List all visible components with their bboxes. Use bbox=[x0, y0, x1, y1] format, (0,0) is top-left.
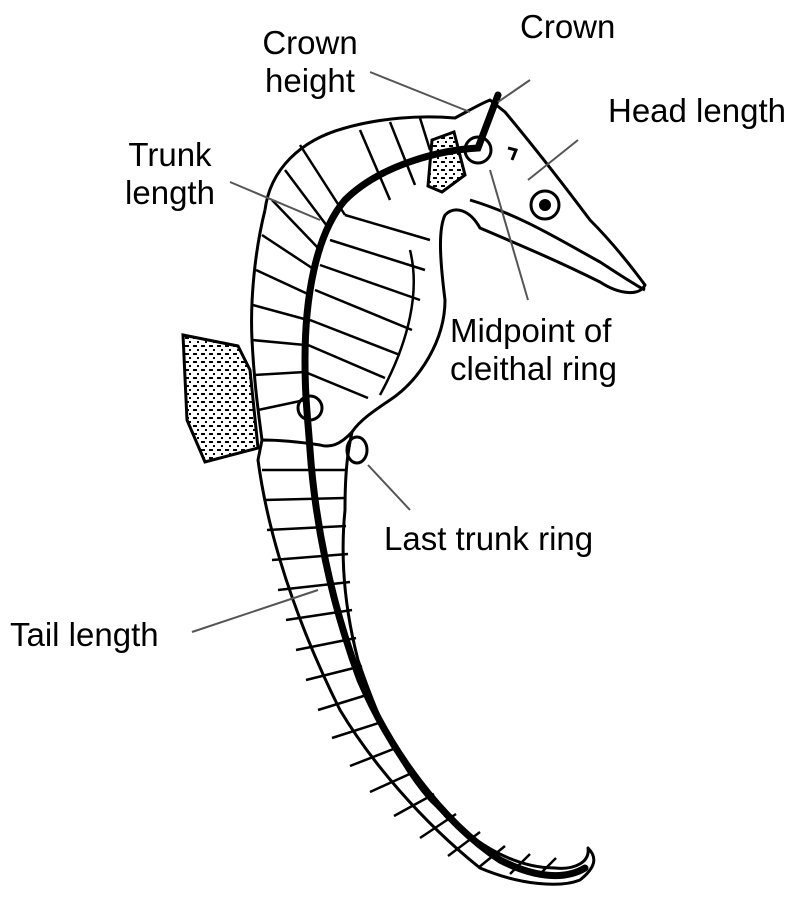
leader-trunk-length bbox=[230, 182, 320, 220]
label-tail-length-text: Tail length bbox=[10, 616, 159, 653]
label-crown: Crown bbox=[520, 8, 615, 46]
dorsal-fin bbox=[183, 335, 258, 462]
label-head-length-text: Head length bbox=[608, 92, 786, 129]
label-crown-height-line2: height bbox=[250, 62, 370, 100]
leader-last-trunk-ring bbox=[368, 465, 410, 510]
pupil bbox=[539, 199, 551, 211]
label-tail-length: Tail length bbox=[10, 616, 159, 654]
label-crown-text: Crown bbox=[520, 8, 615, 45]
label-trunk-length-line1: Trunk bbox=[110, 136, 230, 174]
label-trunk-length: Trunk length bbox=[110, 136, 230, 212]
label-crown-height: Crown height bbox=[250, 24, 370, 100]
brow-mark bbox=[508, 148, 516, 160]
label-midpoint-cleithal-ring: Midpoint of cleithal ring bbox=[450, 312, 617, 388]
leader-crown-height bbox=[370, 72, 470, 112]
label-crown-height-line1: Crown bbox=[250, 24, 370, 62]
label-midpoint-line1: Midpoint of bbox=[450, 312, 617, 350]
label-midpoint-line2: cleithal ring bbox=[450, 350, 617, 388]
label-head-length: Head length bbox=[608, 92, 786, 130]
gill-patch bbox=[428, 132, 465, 192]
label-last-trunk-ring-text: Last trunk ring bbox=[384, 520, 593, 557]
leader-tail-length bbox=[192, 590, 318, 632]
label-trunk-length-line2: length bbox=[110, 174, 230, 212]
label-last-trunk-ring: Last trunk ring bbox=[384, 520, 593, 558]
leader-crown bbox=[498, 80, 530, 102]
